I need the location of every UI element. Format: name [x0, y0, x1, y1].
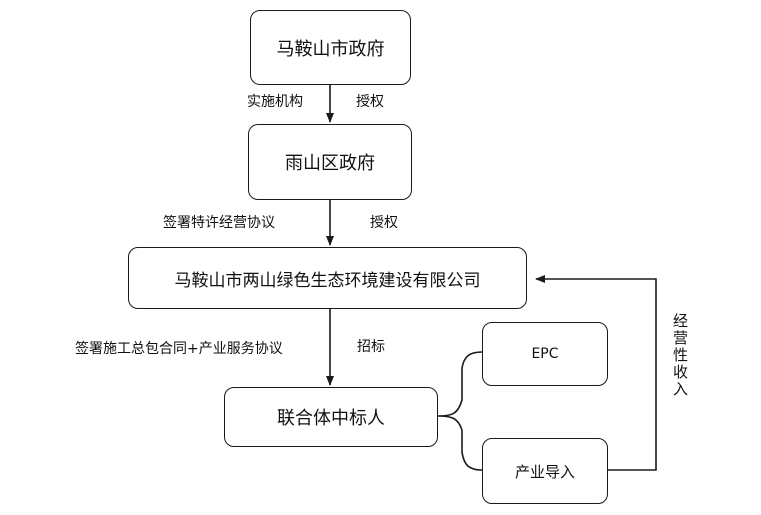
label-sign-contract: 签署施工总包合同+产业服务协议 — [75, 341, 283, 357]
node-label: 马鞍山市政府 — [276, 38, 385, 60]
node-yushan-government: 雨山区政府 — [248, 124, 412, 200]
node-industry-import: 产业导入 — [482, 438, 608, 504]
node-label: 马鞍山市两山绿色生态环境建设有限公司 — [174, 270, 481, 291]
label-authorize-1: 授权 — [356, 94, 384, 110]
node-consortium: 联合体中标人 — [224, 387, 438, 447]
arrow-income-to-company — [535, 275, 657, 471]
node-maanshan-government: 马鞍山市政府 — [250, 10, 411, 85]
label-authorize-2: 授权 — [370, 215, 398, 231]
label-implementation-agency: 实施机构 — [247, 94, 303, 110]
label-operating-income: 经 营 性 收 入 — [673, 312, 689, 398]
node-label: 雨山区政府 — [285, 153, 375, 174]
node-label: 产业导入 — [514, 462, 575, 481]
node-epc: EPC — [482, 322, 608, 386]
node-label: 联合体中标人 — [277, 408, 385, 429]
node-company: 马鞍山市两山绿色生态环境建设有限公司 — [128, 247, 527, 309]
node-label: EPC — [531, 346, 559, 362]
label-sign-franchise: 签署特许经营协议 — [163, 215, 275, 231]
bracket-consortium-branch — [437, 351, 483, 471]
label-bidding: 招标 — [357, 339, 385, 355]
